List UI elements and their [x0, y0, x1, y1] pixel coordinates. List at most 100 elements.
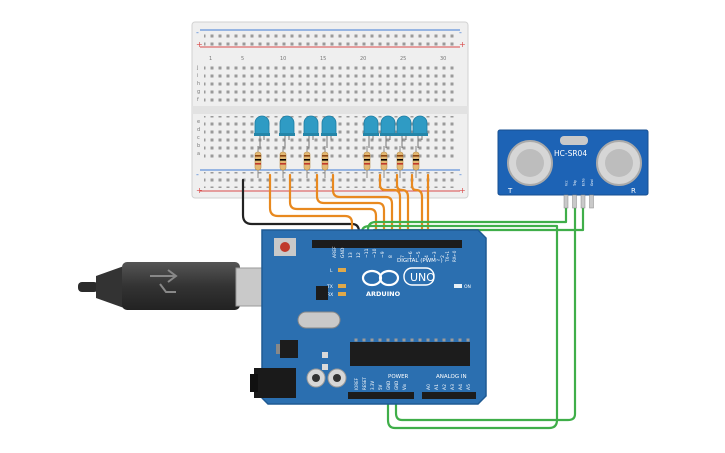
- led-wire-2[interactable]: [288, 173, 378, 246]
- sensor-pin[interactable]: [589, 194, 594, 209]
- row-letter: d: [197, 127, 200, 133]
- power-pin-label: IOREF: [354, 377, 359, 390]
- arduino-logo-text: ARDUINO: [366, 290, 401, 298]
- col-number: 30: [440, 56, 446, 62]
- logo-loop-right: [378, 269, 400, 287]
- resistor[interactable]: [254, 151, 262, 171]
- resistor[interactable]: [380, 151, 388, 171]
- resistor[interactable]: [303, 151, 311, 171]
- receiver-mesh: [605, 149, 633, 177]
- row-letter: f: [197, 97, 199, 103]
- sensor-pin[interactable]: [572, 194, 577, 209]
- digital-pin-label: ~11: [364, 248, 370, 258]
- rail-plus-label: +: [459, 40, 466, 49]
- digital-pin-label: 7: [400, 255, 406, 258]
- resistor-band: [255, 159, 261, 161]
- blue-led[interactable]: [303, 115, 319, 136]
- led-wire-5[interactable]: [378, 173, 402, 246]
- resistor[interactable]: [412, 151, 420, 171]
- rail-minus-label: -: [196, 28, 199, 37]
- digital-header-label: DIGITAL (PWM~): [397, 258, 443, 264]
- resistor-band: [280, 163, 286, 165]
- crystal: [297, 311, 341, 329]
- arduino-logo: ARDUINO: [361, 269, 401, 298]
- col-number: 25: [400, 56, 406, 62]
- led-wire-4[interactable]: [331, 173, 394, 246]
- capacitor-top: [312, 374, 320, 382]
- terminal-holes-top: [204, 62, 456, 104]
- resistor-band: [397, 155, 403, 157]
- rail-minus-label: -: [459, 170, 462, 179]
- power-pin-label: GND: [386, 381, 391, 390]
- resistor-band: [413, 155, 419, 157]
- sensor-pin-label: Vcc: [565, 180, 569, 186]
- analog-pin-label: A4: [458, 384, 464, 390]
- rail-minus-label: -: [459, 28, 462, 37]
- vcc-wire[interactable]: [360, 224, 559, 430]
- resistor-band: [322, 159, 328, 161]
- gnd-wire[interactable]: [241, 178, 361, 246]
- led-rim: [412, 133, 428, 136]
- digital-header: [312, 240, 462, 248]
- leds: [254, 115, 428, 148]
- rail-holes: [204, 180, 456, 188]
- aref-label: AREF: [332, 246, 338, 258]
- resistors: [254, 146, 420, 178]
- analog-pin-label: A1: [434, 384, 440, 390]
- resistor[interactable]: [279, 151, 287, 171]
- uno-badge: [403, 267, 435, 286]
- blue-led[interactable]: [412, 115, 428, 136]
- resistor[interactable]: [396, 151, 404, 171]
- resistor-band: [304, 155, 310, 157]
- resistor-band: [381, 159, 387, 161]
- resistor-band: [304, 163, 310, 165]
- col-number: 5: [241, 56, 244, 62]
- resistor-band: [413, 159, 419, 161]
- receiver-mark: R: [631, 187, 636, 195]
- gnd-sensor-wire[interactable]: [394, 206, 577, 422]
- rx-led: [338, 292, 346, 296]
- col-number: 10: [280, 56, 286, 62]
- blue-led[interactable]: [380, 115, 396, 136]
- resistor-band: [322, 163, 328, 165]
- resistor-band: [381, 163, 387, 165]
- sensor-pin[interactable]: [563, 194, 569, 209]
- l-label: L: [330, 268, 333, 274]
- blue-led[interactable]: [321, 115, 337, 136]
- rail-holes: [204, 38, 456, 46]
- usb-icon: [150, 269, 178, 293]
- blue-led[interactable]: [363, 115, 379, 136]
- digital-pin-label: 8: [388, 255, 394, 258]
- led-wire-7[interactable]: [410, 173, 424, 246]
- usb-plug-body: [122, 262, 240, 310]
- voltage-regulator: [280, 340, 298, 358]
- power-jack: [254, 368, 296, 398]
- resistor[interactable]: [363, 151, 371, 171]
- resistor-band: [255, 155, 261, 157]
- resistor-band: [255, 163, 261, 165]
- row-letter: c: [197, 135, 200, 141]
- usb-chip: [316, 286, 328, 300]
- blue-led[interactable]: [254, 115, 270, 136]
- col-number: 1: [209, 56, 212, 62]
- led-wire-1[interactable]: [268, 173, 354, 246]
- led-wire-3[interactable]: [315, 173, 386, 246]
- reset-button[interactable]: [280, 242, 290, 252]
- digital-pin-label: 13: [348, 252, 354, 258]
- l-led: [338, 268, 346, 272]
- resistor[interactable]: [321, 151, 329, 171]
- blue-led[interactable]: [279, 115, 295, 136]
- on-label: ON: [464, 284, 471, 290]
- analog-header-label: ANALOG IN: [436, 374, 467, 380]
- sensor-pin[interactable]: [580, 194, 586, 209]
- digital-pin-label: ~9: [380, 251, 386, 258]
- blue-led[interactable]: [396, 115, 412, 136]
- digital-pin-label: ~3: [432, 251, 438, 258]
- on-led: [454, 284, 462, 288]
- led-wire-6[interactable]: [395, 173, 410, 246]
- col-number: 20: [360, 56, 366, 62]
